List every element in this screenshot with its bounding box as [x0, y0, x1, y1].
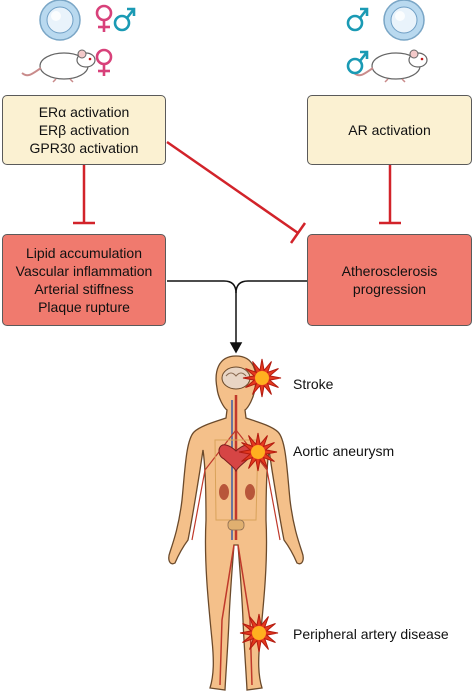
estrogen-line-3: GPR30 activation	[29, 140, 139, 156]
athero-line-2: progression	[352, 281, 427, 297]
vascular-effects-box: Lipid accumulation Vascular inflammation…	[2, 234, 166, 326]
effects-line-4: Plaque rupture	[38, 299, 130, 315]
merge-connector	[167, 280, 307, 354]
mouse-icon-male	[353, 49, 428, 83]
aneurysm-lesion-icon	[238, 432, 278, 472]
atherosclerosis-box: Atherosclerosis progression	[307, 234, 472, 326]
peripheral-artery-disease-label: Peripheral artery disease	[293, 626, 449, 642]
estrogen-line-2: ERβ activation	[38, 122, 130, 138]
pad-lesion-icon	[239, 613, 279, 653]
male-symbol-top-right	[346, 7, 369, 32]
androgen-line-1: AR activation	[348, 122, 431, 138]
effects-line-1: Lipid accumulation	[26, 245, 142, 261]
estrogen-line-1: ERα activation	[38, 104, 130, 120]
stroke-lesion-icon	[242, 358, 282, 398]
athero-line-1: Atherosclerosis	[341, 263, 438, 279]
female-symbol-top-left	[95, 4, 113, 32]
cell-icon-female	[39, 0, 81, 41]
aortic-aneurysm-label: Aortic aneurysm	[293, 443, 395, 459]
androgen-receptor-box: AR activation	[307, 95, 472, 165]
stroke-label: Stroke	[293, 376, 334, 392]
inhibit-androgen-to-athero	[379, 165, 401, 225]
male-symbol-mouse-right	[346, 50, 369, 75]
estrogen-receptor-box: ERα activation ERβ activation GPR30 acti…	[2, 95, 166, 165]
cell-icon-male	[383, 0, 425, 41]
effects-line-2: Vascular inflammation	[15, 263, 153, 279]
effects-line-3: Arterial stiffness	[34, 281, 134, 297]
male-symbol-top-left	[113, 7, 136, 32]
female-symbol-mouse-left	[95, 48, 113, 76]
mouse-icon-female	[21, 49, 96, 83]
inhibit-estrogen-to-effects	[73, 165, 95, 225]
human-body-figure	[168, 355, 304, 691]
inhibit-estrogen-to-athero	[166, 140, 307, 244]
